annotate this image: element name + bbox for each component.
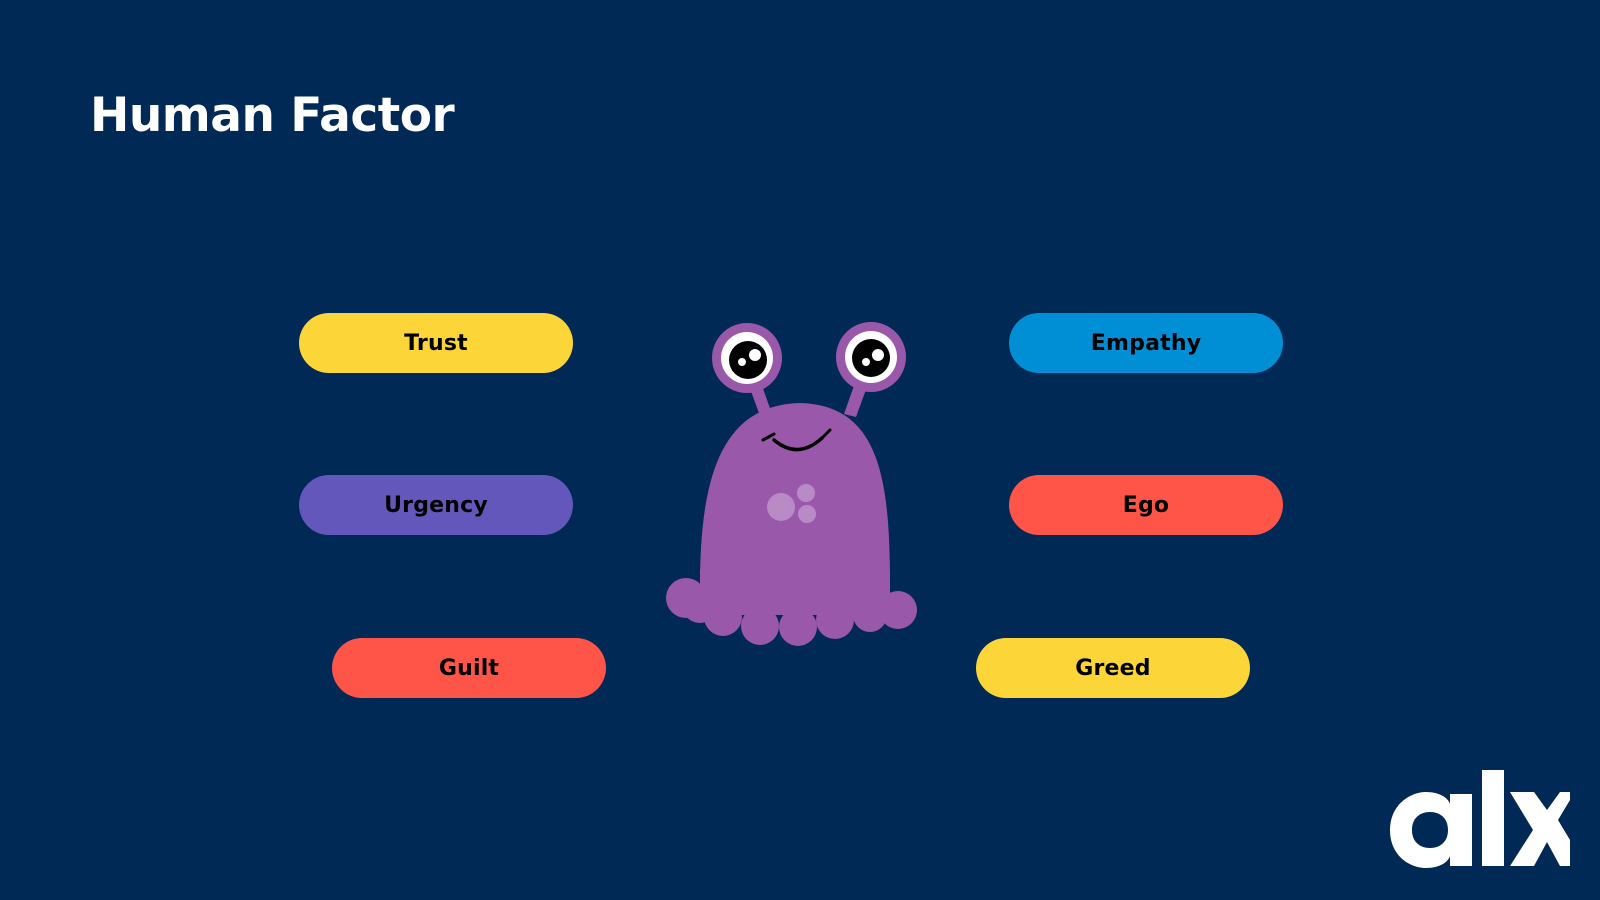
slide-title: Human Factor [90,88,455,143]
factor-pill-empathy: Empathy [1009,313,1283,373]
factor-label: Greed [1075,655,1151,681]
alx-logo [1390,770,1570,868]
left-pupil [729,341,767,379]
factor-label: Ego [1122,492,1170,518]
factor-pill-ego: Ego [1009,475,1283,535]
factor-label: Trust [404,330,468,356]
factor-pill-urgency: Urgency [299,475,573,535]
purple-monster-illustration [666,322,917,646]
factor-pill-guilt: Guilt [332,638,606,698]
factor-label: Empathy [1090,330,1202,356]
factor-pill-greed: Greed [976,638,1250,698]
monster-smile [772,436,824,452]
factor-label: Urgency [384,492,488,518]
right-pupil [852,339,890,377]
factor-pill-trust: Trust [299,313,573,373]
factor-label: Guilt [438,655,500,681]
monster-spots [767,484,816,523]
